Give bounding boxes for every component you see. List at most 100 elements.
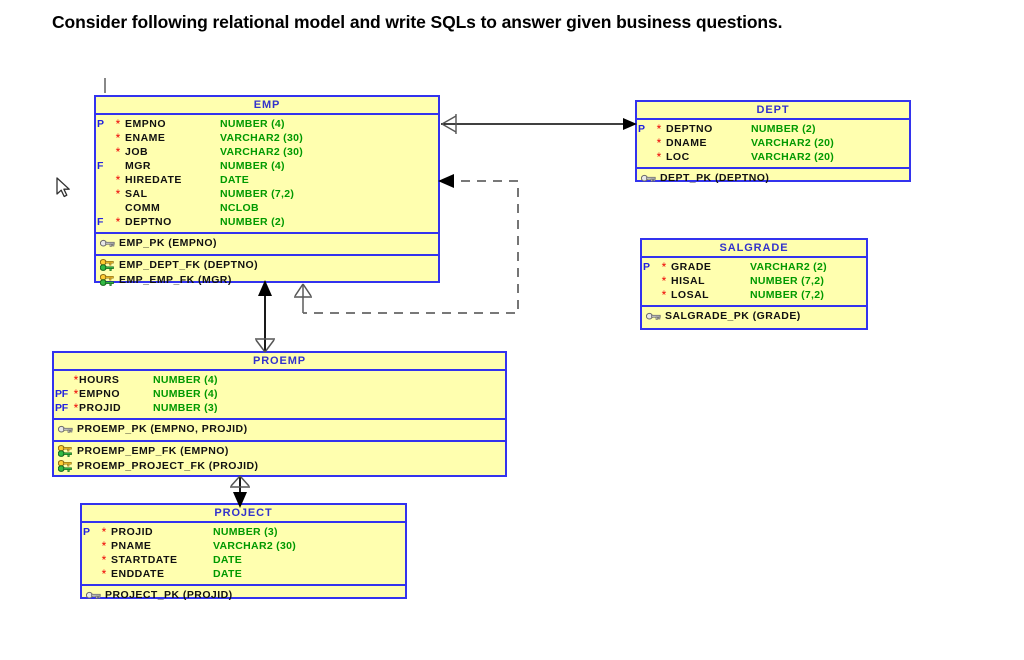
attribute-name: HISAL [671,275,705,287]
primary-key-list: EMP_PK (EMPNO) [96,234,438,256]
attribute-datatype: NUMBER (3) [153,402,218,414]
attribute-mandatory-marker: * [101,567,107,581]
foreign-key-row: PROEMP_PROJECT_FK (PROJID) [54,459,505,474]
attribute-name: ENAME [125,132,166,144]
attribute-mandatory-marker: * [661,260,667,274]
primary-key-label: PROEMP_PK (EMPNO, PROJID) [77,423,248,435]
attribute-name: EMPNO [79,388,121,400]
attribute-datatype: NUMBER (2) [220,216,285,228]
primary-key-label: SALGRADE_PK (GRADE) [665,310,801,322]
attribute-key-flag: F [97,160,104,172]
attribute-key-flag: P [638,123,645,135]
attribute-name: STARTDATE [111,554,178,566]
attribute-mandatory-marker: * [101,553,107,567]
primary-key-label: DEPT_PK (DEPTNO) [660,172,770,184]
attribute-key-flag: F [97,216,104,228]
foreign-key-label: EMP_EMP_FK (MGR) [119,274,232,286]
entity-title: DEPT [637,102,909,120]
attribute-datatype: NUMBER (7,2) [750,275,825,287]
attribute-row: * DNAME VARCHAR2 (20) [637,136,909,150]
mouse-pointer-icon [56,177,70,198]
attribute-datatype: NUMBER (3) [213,526,278,538]
primary-key-row: EMP_PK (EMPNO) [96,236,438,251]
attribute-datatype: VARCHAR2 (30) [220,132,304,144]
primary-key-list: SALGRADE_PK (GRADE) [642,307,866,327]
primary-key-list: PROJECT_PK (PROJID) [82,586,405,606]
entity-title: PROJECT [82,505,405,523]
attribute-name: COMM [125,202,161,214]
primary-key-row: PROJECT_PK (PROJID) [82,588,405,603]
attribute-mandatory-marker: * [656,122,662,136]
primary-key-icon [86,591,101,599]
attribute-datatype: NUMBER (4) [153,374,218,386]
foreign-key-row: EMP_EMP_FK (MGR) [96,273,438,288]
primary-key-row: PROEMP_PK (EMPNO, PROJID) [54,422,505,437]
attribute-datatype: VARCHAR2 (20) [751,137,835,149]
attribute-datatype: VARCHAR2 (20) [751,151,835,163]
attribute-mandatory-marker: * [656,136,662,150]
attribute-name: LOC [666,151,690,163]
entity-title: PROEMP [54,353,505,371]
page-title: Consider following relational model and … [52,10,912,35]
foreign-key-row: EMP_DEPT_FK (DEPTNO) [96,258,438,273]
attribute-row: F MGR NUMBER (4) [96,159,438,173]
foreign-key-list: PROEMP_EMP_FK (EMPNO) PROEMP_PROJECT_FK (… [54,442,505,477]
attribute-key-flag: PF [55,402,68,414]
foreign-key-label: PROEMP_PROJECT_FK (PROJID) [77,460,259,472]
attribute-mandatory-marker: * [115,215,121,229]
attribute-datatype: VARCHAR2 (30) [220,146,304,158]
attribute-datatype: DATE [213,568,243,580]
attribute-name: LOSAL [671,289,710,301]
attribute-datatype: NCLOB [220,202,259,214]
attribute-key-flag: P [97,118,104,130]
attribute-name: GRADE [671,261,712,273]
primary-key-icon [58,425,73,433]
attribute-name: DEPTNO [666,123,713,135]
attribute-datatype: NUMBER (4) [153,388,218,400]
attribute-mandatory-marker: * [73,387,79,401]
question-text: Consider following relational model and … [52,12,778,32]
attribute-name: SAL [125,188,148,200]
attribute-name: DNAME [666,137,707,149]
attribute-mandatory-marker: * [73,373,79,387]
attribute-datatype: NUMBER (4) [220,160,285,172]
attribute-mandatory-marker: * [115,173,121,187]
attribute-mandatory-marker: * [101,539,107,553]
attribute-mandatory-marker: * [115,145,121,159]
primary-key-label: PROJECT_PK (PROJID) [105,589,233,601]
attribute-key-flag: P [83,526,90,538]
foreign-key-icon [58,445,72,457]
primary-key-icon [646,312,661,320]
foreign-key-label: PROEMP_EMP_FK (EMPNO) [77,445,229,457]
attribute-name: PNAME [111,540,152,552]
foreign-key-row: PROEMP_EMP_FK (EMPNO) [54,444,505,459]
attribute-key-flag: P [643,261,650,273]
attribute-name: MGR [125,160,151,172]
primary-key-list: DEPT_PK (DEPTNO) [637,169,909,189]
primary-key-label: EMP_PK (EMPNO) [119,237,217,249]
question-period: . [777,12,783,32]
